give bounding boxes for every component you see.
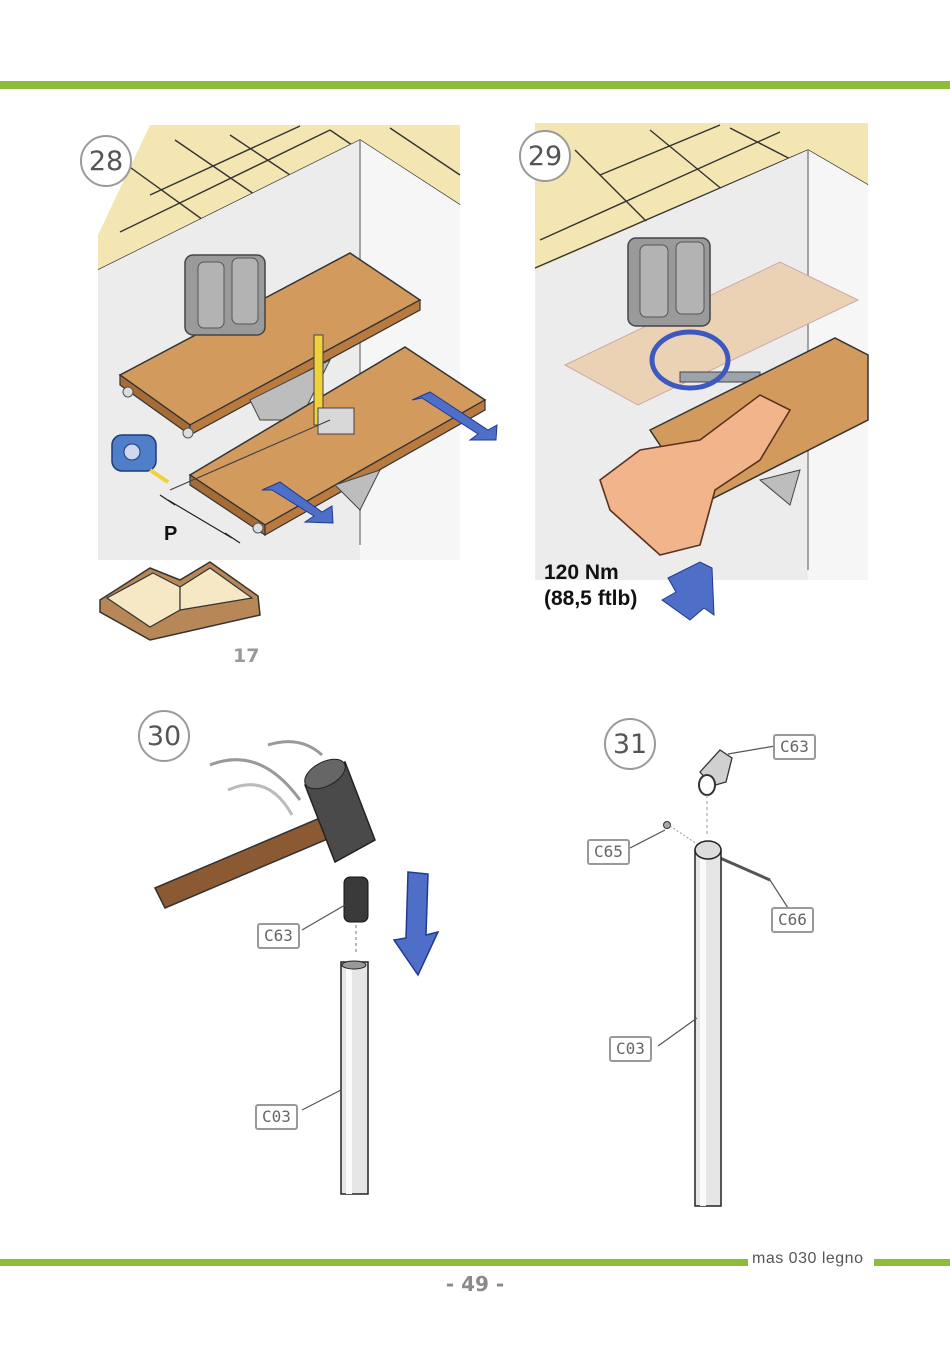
step-28-illustration <box>97 125 498 641</box>
step-28-dimension-label: P <box>164 523 178 545</box>
step-28-manual-page-ref: 17 <box>233 645 260 667</box>
step-31-badge: 31 <box>604 718 656 770</box>
step-31-part-c66: C66 <box>771 907 814 933</box>
step-30-illustration <box>153 740 440 1195</box>
step-31-illustration <box>629 745 789 1207</box>
step-29-illustration <box>534 123 869 621</box>
step-30-badge: 30 <box>138 710 190 762</box>
step-29-badge: 29 <box>519 130 571 182</box>
step-31-part-c63: C63 <box>773 734 816 760</box>
page-number: - 49 - <box>445 1272 505 1296</box>
brand-text: mas 030 legno <box>752 1250 864 1267</box>
step-29-torque-nm: 120 Nm <box>544 561 619 584</box>
step-28-badge: 28 <box>80 135 132 187</box>
step-30-part-c03: C03 <box>255 1104 298 1130</box>
step-31-part-c65: C65 <box>587 839 630 865</box>
step-30-part-c63: C63 <box>257 923 300 949</box>
step-31-part-c03: C03 <box>609 1036 652 1062</box>
footer-rule-right <box>874 1259 950 1266</box>
step-29-torque-ftlb: (88,5 ftlb) <box>544 587 638 610</box>
header-rule <box>0 81 950 89</box>
footer-rule-left <box>0 1259 748 1266</box>
